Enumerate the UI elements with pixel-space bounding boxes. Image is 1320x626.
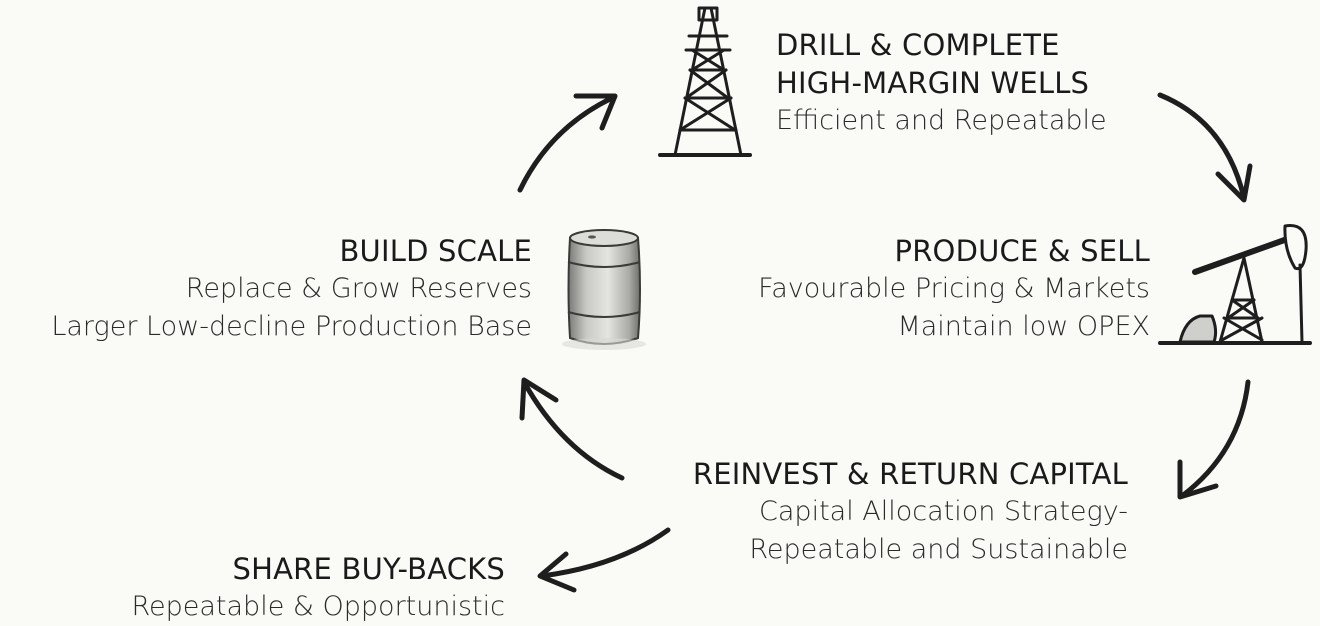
step-drill-subtitle: Efficient and Repeatable xyxy=(776,105,1107,136)
arrowhead-top-right xyxy=(1215,163,1253,203)
step-produce-subtitle-1: Favourable Pricing & Markets xyxy=(758,273,1150,304)
step-scale: BUILD SCALE Replace & Grow Reserves Larg… xyxy=(51,232,532,346)
arrowhead-bottom-right xyxy=(1177,459,1219,500)
pumpjack-icon xyxy=(1158,224,1312,345)
step-drill-title-2: HIGH-MARGIN WELLS xyxy=(776,66,1090,100)
step-reinvest-title: REINVEST & RETURN CAPITAL xyxy=(692,457,1128,491)
arrowhead-left-up xyxy=(519,377,559,421)
step-reinvest-subtitle-1: Capital Allocation Strategy- xyxy=(759,496,1128,527)
arrow-produce-to-drill-cycle xyxy=(517,95,615,193)
arrowhead-left-bottom xyxy=(537,551,577,593)
arrowhead-top-left xyxy=(573,93,618,131)
step-scale-subtitle-2: Larger Low-decline Production Base xyxy=(51,311,532,342)
step-buyback: SHARE BUY-BACKS Repeatable & Opportunist… xyxy=(131,550,505,626)
oil-barrel-icon xyxy=(562,229,646,350)
step-produce-title: PRODUCE & SELL xyxy=(894,234,1150,268)
arrow-reinvest-to-buyback xyxy=(539,527,671,579)
oil-derrick-icon xyxy=(658,6,752,157)
step-scale-subtitle-1: Replace & Grow Reserves xyxy=(185,273,532,304)
step-produce: PRODUCE & SELL Favourable Pricing & Mark… xyxy=(758,232,1150,346)
step-drill: DRILL & COMPLETE HIGH-MARGIN WELLS Effic… xyxy=(776,26,1107,140)
arrow-reinvest-to-scale xyxy=(521,379,625,481)
step-scale-title: BUILD SCALE xyxy=(339,234,532,268)
arrow-drill-to-produce xyxy=(1157,92,1247,201)
step-reinvest: REINVEST & RETURN CAPITAL Capital Alloca… xyxy=(693,455,1128,569)
step-produce-subtitle-2: Maintain low OPEX xyxy=(897,311,1150,342)
step-buyback-subtitle: Repeatable & Opportunistic xyxy=(131,591,505,622)
step-drill-title-1: DRILL & COMPLETE xyxy=(776,28,1060,62)
arrow-produce-to-reinvest xyxy=(1179,379,1251,499)
step-buyback-title: SHARE BUY-BACKS xyxy=(232,552,505,586)
step-reinvest-subtitle-2: Repeatable and Sustainable xyxy=(749,534,1128,565)
